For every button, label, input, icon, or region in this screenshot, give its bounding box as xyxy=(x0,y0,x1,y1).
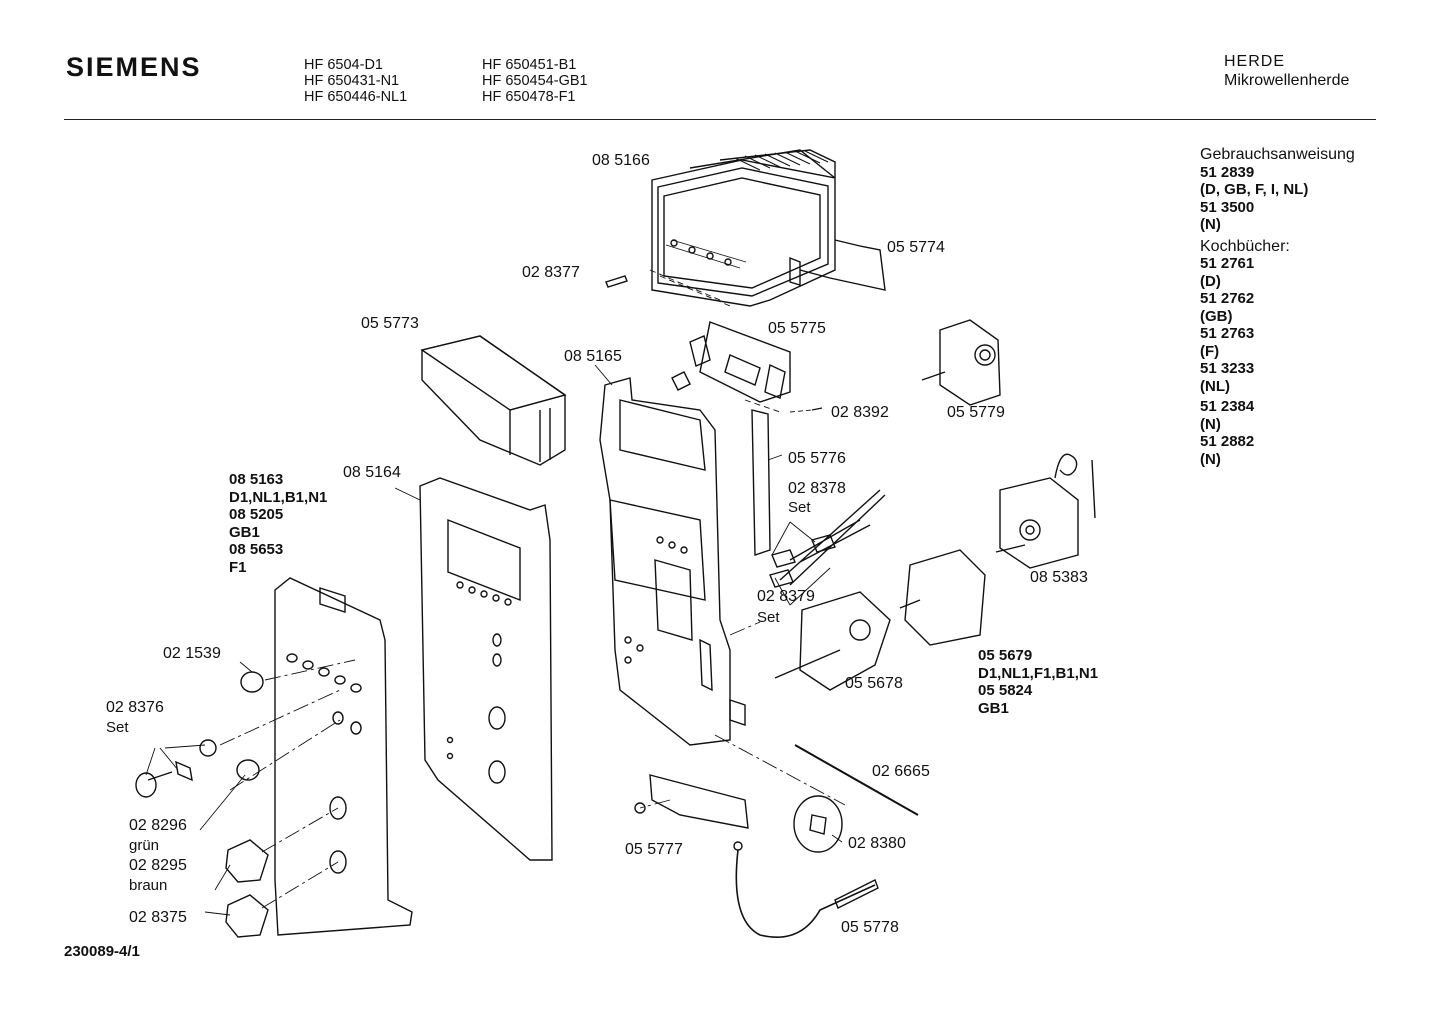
part-label: 05 5774 xyxy=(887,239,945,256)
model-number: HF 650478-F1 xyxy=(482,89,576,105)
category-block: HERDE Mikrowellenherde xyxy=(1224,52,1349,90)
cookbook-item: (F) xyxy=(1200,342,1220,360)
model-number: HF 650454-GB1 xyxy=(482,73,588,89)
part-label: 02 1539 xyxy=(163,645,221,662)
selector-switch xyxy=(775,592,890,690)
part-label: 02 8296 xyxy=(129,817,187,834)
cookbook-item: (NL) xyxy=(1200,377,1230,395)
part-label: 05 5776 xyxy=(788,450,846,467)
part-note: Set xyxy=(106,719,129,736)
drawing-number: 230089-4/1 xyxy=(64,943,140,960)
category: HERDE xyxy=(1224,53,1286,70)
cookbook-item: (D) xyxy=(1200,272,1221,290)
part-label: 08 5383 xyxy=(1030,569,1088,586)
extra-item: (N) xyxy=(1200,450,1221,468)
subcategory: Mikrowellenherde xyxy=(1224,72,1350,89)
part-label: 05 5779 xyxy=(947,404,1005,421)
part-label: 02 8392 xyxy=(831,404,889,421)
part-label: 05 5678 xyxy=(845,675,903,692)
push-buttons xyxy=(136,672,263,797)
model-number: HF 6504-D1 xyxy=(304,57,383,73)
part-label-variants: 08 5163 D1,NL1,B1,N1 08 5205 GB1 08 5653… xyxy=(229,471,328,576)
circuit-board xyxy=(672,322,790,412)
manual-title: Gebrauchsanweisung xyxy=(1200,146,1355,163)
main-frame xyxy=(600,378,745,745)
display-module xyxy=(650,150,885,306)
part-label: 08 5166 xyxy=(592,152,650,169)
timer-switch xyxy=(996,454,1095,568)
part-label: 02 8295 xyxy=(129,857,187,874)
model-number: HF 650451-B1 xyxy=(482,57,577,73)
door-bracket xyxy=(650,775,748,828)
manual-item: (D, GB, F, I, NL) xyxy=(1200,181,1309,198)
part-label: 02 8376 xyxy=(106,699,164,716)
model-list-1: HF 6504-D1 HF 650431-N1 HF 650446-NL1 xyxy=(304,57,407,105)
wire-connectors xyxy=(770,490,885,587)
model-number: HF 650431-N1 xyxy=(304,73,400,89)
cookbook-item: 51 3233 xyxy=(1200,360,1255,377)
part-label: 02 8379 xyxy=(757,588,815,605)
part-label: 02 8375 xyxy=(129,909,187,926)
part-note: Set xyxy=(788,499,811,516)
part-note: grün xyxy=(129,837,160,854)
extra-item: 51 2882 xyxy=(1200,433,1255,450)
part-label: 05 5773 xyxy=(361,315,419,332)
front-panel xyxy=(420,478,552,860)
documents-list: Gebrauchsanweisung 51 2839 (D, GB, F, I,… xyxy=(1200,146,1355,468)
model-list-2: HF 650451-B1 HF 650454-GB1 HF 650478-F1 xyxy=(482,57,588,105)
rod-part xyxy=(795,745,918,815)
part-label: 05 5777 xyxy=(625,841,683,858)
brand-logo: SIEMENS xyxy=(66,52,202,82)
header-rule xyxy=(64,119,1376,120)
cookbook-item: 51 2763 xyxy=(1200,325,1255,342)
manual-item: 51 2839 xyxy=(1200,163,1255,181)
cookbook-item: 51 2761 xyxy=(1200,255,1255,272)
pin-part xyxy=(606,276,627,287)
extra-item: (N) xyxy=(1200,415,1221,433)
rotary-switch xyxy=(922,320,1000,405)
part-note: braun xyxy=(129,877,168,894)
part-label: 02 6665 xyxy=(872,763,930,780)
part-label: 02 8377 xyxy=(522,264,580,281)
part-label: 05 5775 xyxy=(768,320,826,337)
cam-disc xyxy=(794,796,842,852)
cookbooks-title: Kochbücher: xyxy=(1200,237,1290,255)
part-label: 05 5778 xyxy=(841,919,899,936)
bracket-part xyxy=(752,410,770,555)
manual-item: 51 3500 xyxy=(1200,198,1255,216)
bowden-cable xyxy=(734,842,878,937)
control-knobs xyxy=(226,840,268,937)
cover-part xyxy=(422,336,565,465)
part-label: 08 5164 xyxy=(343,464,401,481)
cookbook-item: (GB) xyxy=(1200,307,1233,325)
part-label: 08 5165 xyxy=(564,348,622,365)
part-note: Set xyxy=(757,609,780,626)
part-label: 02 8378 xyxy=(788,480,846,497)
program-switch xyxy=(900,550,985,645)
part-label: 02 8380 xyxy=(848,835,906,852)
cookbook-item: 51 2762 xyxy=(1200,290,1255,307)
part-label-variants: 05 5679 D1,NL1,F1,B1,N1 05 5824 GB1 xyxy=(978,647,1099,717)
extra-item: 51 2384 xyxy=(1200,398,1255,415)
manual-item: (N) xyxy=(1200,216,1221,233)
control-panel xyxy=(275,578,412,935)
model-number: HF 650446-NL1 xyxy=(304,89,408,105)
